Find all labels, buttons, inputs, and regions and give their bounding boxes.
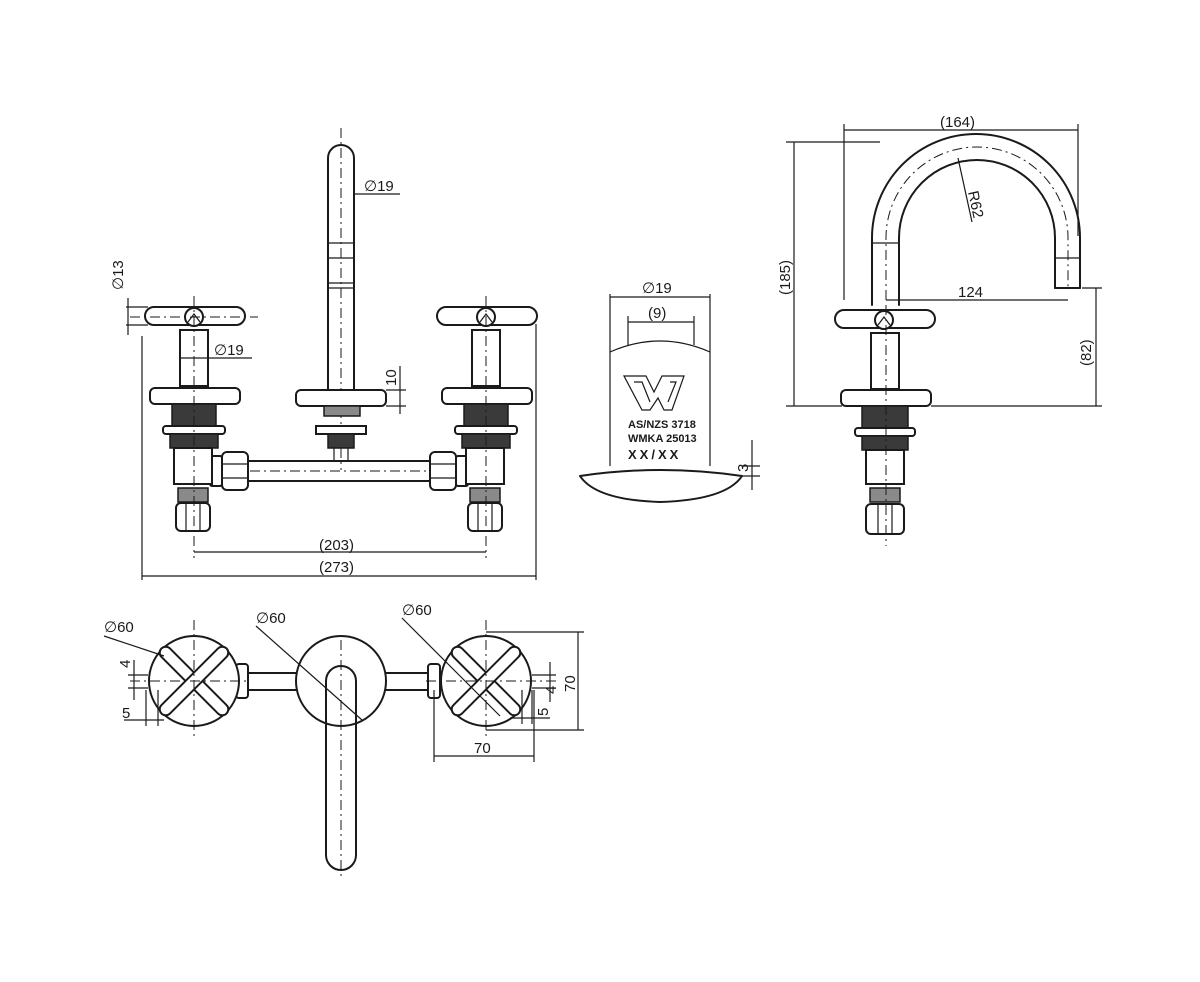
dim-handle-diameter: ∅13 xyxy=(110,260,127,290)
dim-handle-width: 70 xyxy=(474,740,491,757)
dim-stem-diameter: ∅19 xyxy=(214,342,244,359)
plan-spout xyxy=(295,635,387,880)
plan-right-handle xyxy=(426,620,556,740)
front-spout xyxy=(295,128,387,470)
dim-left-handle-diameter: ∅60 xyxy=(104,619,134,636)
plan-left-handle xyxy=(130,620,250,740)
insert-marking-date: XX/XX xyxy=(628,447,681,462)
plan-view: ∅60 ∅60 ∅60 4 5 4 5 70 xyxy=(103,602,584,880)
side-valve xyxy=(834,305,936,546)
dim-outlet-height: (82) xyxy=(1078,339,1095,366)
front-right-valve xyxy=(436,296,538,558)
dim-right-a: 4 xyxy=(543,686,560,694)
insert-thickness: 3 xyxy=(735,464,752,472)
dim-spout-diameter-plan: ∅60 xyxy=(256,610,286,627)
side-dimensions: (164) (185) 124 (82) xyxy=(777,114,1102,407)
watermark-logo xyxy=(623,375,685,411)
front-left-valve xyxy=(130,296,258,558)
insert-marking-standard: AS/NZS 3718 xyxy=(628,419,696,431)
flow-insert-detail: ∅19 (9) AS/NZS 3718 WMKA 25013 XX/XX 3 xyxy=(579,280,760,503)
insert-inner-diameter: (9) xyxy=(648,305,666,322)
dim-flange-height: 10 xyxy=(383,369,400,386)
front-dimensions: ∅13 ∅19 ∅19 10 (203) (273) xyxy=(110,178,537,580)
dim-height: (185) xyxy=(777,260,794,295)
insert-outer-diameter: ∅19 xyxy=(642,280,672,297)
dim-inner-spacing: (203) xyxy=(319,537,354,554)
dim-spout-offset: 124 xyxy=(958,284,983,301)
dim-left-b: 5 xyxy=(122,705,130,722)
front-view: ∅13 ∅19 ∅19 10 (203) (273) xyxy=(110,128,538,580)
dim-radius: R62 xyxy=(964,189,986,219)
side-view: R62 (164) (185) xyxy=(777,114,1102,546)
dim-overall-width: (273) xyxy=(319,559,354,576)
dim-handle-depth: 70 xyxy=(562,675,579,692)
dim-right-b: 5 xyxy=(535,708,552,716)
insert-marking-licence: WMKA 25013 xyxy=(628,433,697,445)
dim-left-a: 4 xyxy=(117,660,134,668)
dim-reach: (164) xyxy=(940,114,975,131)
dim-right-handle-diameter: ∅60 xyxy=(402,602,432,619)
plan-dimensions: ∅60 ∅60 ∅60 4 5 4 5 70 xyxy=(103,602,584,762)
side-spout: R62 xyxy=(871,133,1081,306)
front-connecting-pipe xyxy=(209,451,469,491)
dim-spout-diameter: ∅19 xyxy=(364,178,394,195)
